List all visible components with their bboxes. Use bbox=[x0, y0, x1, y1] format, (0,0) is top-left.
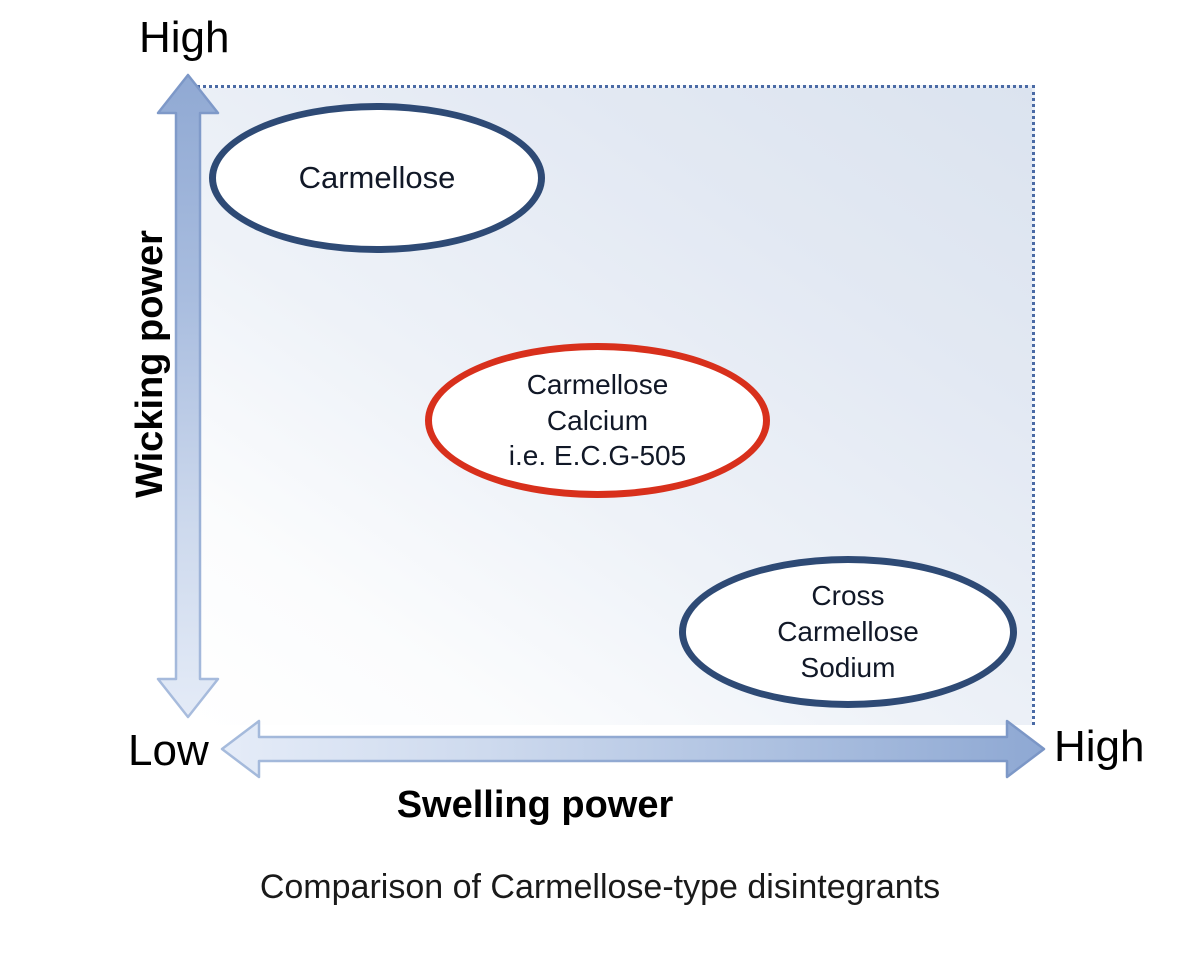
x-axis-title: Swelling power bbox=[396, 784, 674, 826]
bubble-croscarmellose-sodium-line-2: Carmellose bbox=[777, 616, 919, 648]
bubble-croscarmellose-sodium-line-1: Cross bbox=[811, 580, 885, 612]
y-axis-title: Wicking power bbox=[129, 230, 171, 498]
bubble-croscarmellose-sodium-text: Cross Carmellose Sodium bbox=[767, 578, 929, 685]
swelling-power-axis-arrow bbox=[220, 719, 1046, 779]
bubble-carmellose-calcium-line-3: i.e. E.C.G-505 bbox=[508, 440, 687, 472]
bubble-carmellose-text: Carmellose bbox=[289, 158, 466, 198]
x-axis-low-label: Low bbox=[128, 726, 209, 775]
bubble-carmellose-line-1: Carmellose bbox=[298, 160, 456, 196]
y-axis-high-label: High bbox=[139, 13, 230, 62]
bubble-croscarmellose-sodium-line-3: Sodium bbox=[800, 651, 896, 683]
x-axis-high-label: High bbox=[1054, 722, 1145, 771]
wicking-power-axis-arrow bbox=[156, 73, 220, 719]
bubble-croscarmellose-sodium: Cross Carmellose Sodium bbox=[679, 556, 1017, 708]
figure-caption: Comparison of Carmellose-type disintegra… bbox=[259, 868, 941, 906]
bubble-carmellose-calcium-line-1: Carmellose bbox=[526, 368, 669, 400]
bubble-carmellose: Carmellose bbox=[209, 103, 545, 253]
bubble-carmellose-calcium: Carmellose Calcium i.e. E.C.G-505 bbox=[425, 343, 770, 498]
bubble-carmellose-calcium-line-2: Calcium bbox=[546, 404, 649, 436]
bubble-carmellose-calcium-text: Carmellose Calcium i.e. E.C.G-505 bbox=[499, 367, 696, 474]
